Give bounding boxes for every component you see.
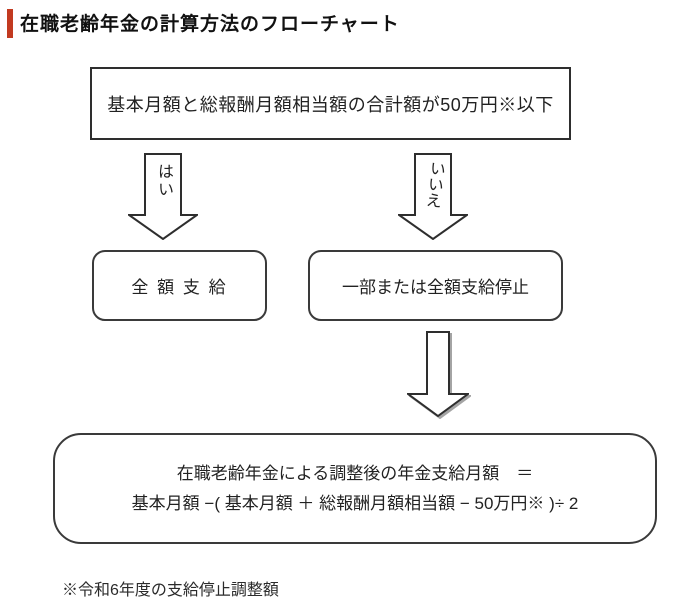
suspension-box: 一部または全額支給停止 xyxy=(308,250,563,321)
big-down-arrow xyxy=(407,331,469,417)
page-title: 在職老齢年金の計算方法のフローチャート xyxy=(20,14,400,35)
result-box: 在職老齢年金による調整後の年金支給月額 ＝ 基本月額 −( 基本月額 ＋ 総報酬… xyxy=(53,433,657,544)
yes-arrow-label: はい xyxy=(155,163,172,199)
no-arrow: いいえ xyxy=(398,153,468,240)
footnote: ※令和6年度の支給停止調整額 xyxy=(62,582,279,599)
down-arrow-icon xyxy=(398,153,468,240)
formula-line-1: 在職老齢年金による調整後の年金支給月額 ＝ xyxy=(176,463,534,483)
full-payment-box-label: 全 額 支 給 xyxy=(131,278,228,297)
condition-box: 基本月額と総報酬月額相当額の合計額が50万円※以下 xyxy=(90,67,571,140)
condition-box-label: 基本月額と総報酬月額相当額の合計額が50万円※以下 xyxy=(107,94,554,115)
down-arrow-icon xyxy=(407,331,469,417)
suspension-box-label: 一部または全額支給停止 xyxy=(342,278,529,297)
formula-line-2: 基本月額 −( 基本月額 ＋ 総報酬月額相当額 − 50万円※ )÷ 2 xyxy=(131,493,579,513)
title-accent-bar xyxy=(7,9,13,38)
down-arrow-icon xyxy=(128,153,198,240)
full-payment-box: 全 額 支 給 xyxy=(92,250,267,321)
yes-arrow: はい xyxy=(128,153,198,240)
